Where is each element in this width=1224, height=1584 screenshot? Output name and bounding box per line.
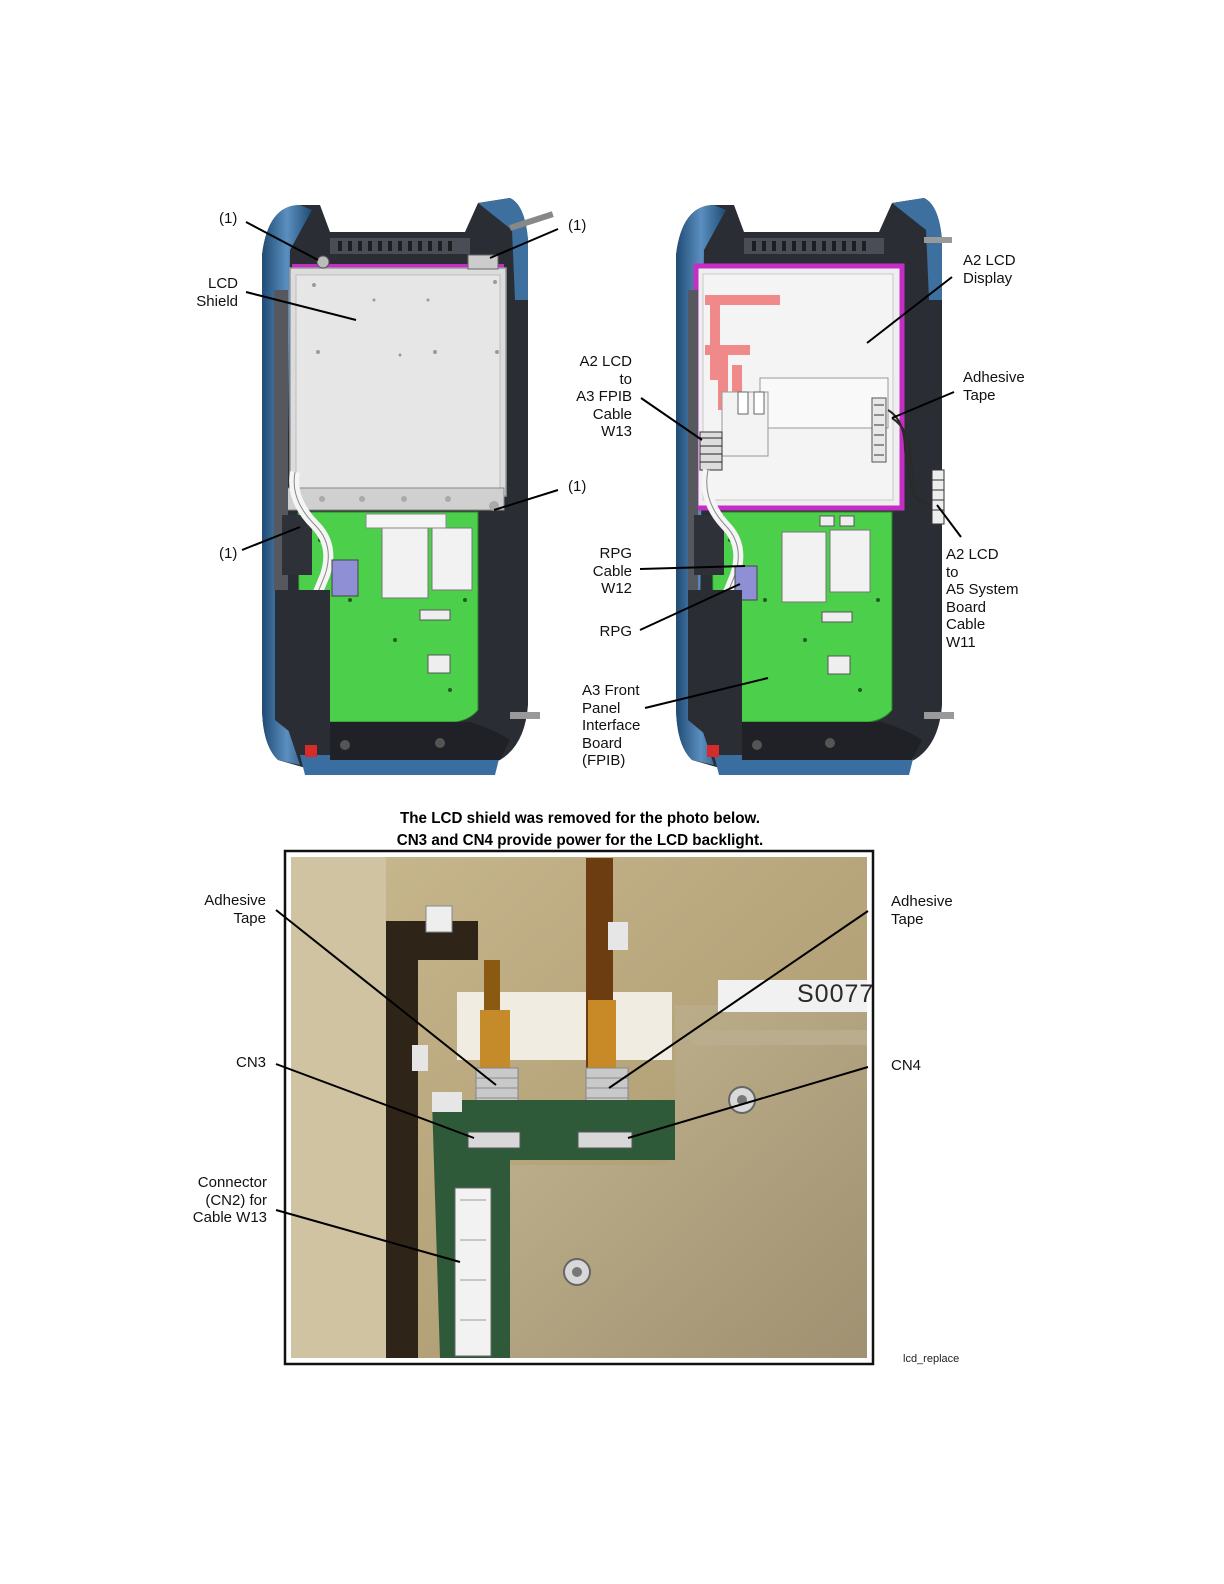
photo-caption: The LCD shield was removed for the photo…	[343, 808, 818, 852]
right-instrument	[676, 198, 954, 775]
adhesive-tape-label-upper: Adhesive Tape	[963, 369, 1025, 404]
a3-fpib-label: A3 Front Panel Interface Board (FPIB)	[582, 682, 641, 769]
caption-line-2: CN3 and CN4 provide power for the LCD ba…	[396, 832, 764, 849]
rpg-cable-w12-label: RPG Cable W12	[592, 545, 632, 597]
cn2-connector-label: Connector (CN2) for Cable W13	[192, 1174, 267, 1226]
leader-lines	[241, 221, 962, 1263]
lcd-photo	[283, 849, 875, 1366]
cn4-label: CN4	[891, 1057, 922, 1074]
callout-screw-left-middle: (1)	[219, 545, 238, 562]
lcd-shield-label: LCD Shield	[196, 275, 238, 310]
a2-lcd-display-label: A2 LCD Display	[963, 252, 1016, 287]
rpg-label: RPG	[599, 623, 632, 640]
figure-id: lcd_replace	[903, 1353, 960, 1365]
adhesive-tape-label-photo-right: Adhesive Tape	[891, 893, 953, 928]
panel-serial-text: S0077	[797, 980, 875, 1008]
left-instrument	[262, 198, 554, 775]
caption-line-1: The LCD shield was removed for the photo…	[399, 810, 761, 827]
cn3-label: CN3	[235, 1054, 266, 1071]
callout-screw-top-left: (1)	[219, 210, 238, 227]
a2-to-a5-cable-w11-label: A2 LCD to A5 System Board Cable W11	[946, 546, 1019, 651]
a2-to-a3-cable-w13-label: A2 LCD to A3 FPIB Cable W13	[576, 353, 632, 440]
adhesive-tape-label-photo-left: Adhesive Tape	[204, 892, 266, 927]
callout-screw-right-middle: (1)	[568, 478, 587, 495]
callout-screw-top-right: (1)	[568, 217, 587, 234]
